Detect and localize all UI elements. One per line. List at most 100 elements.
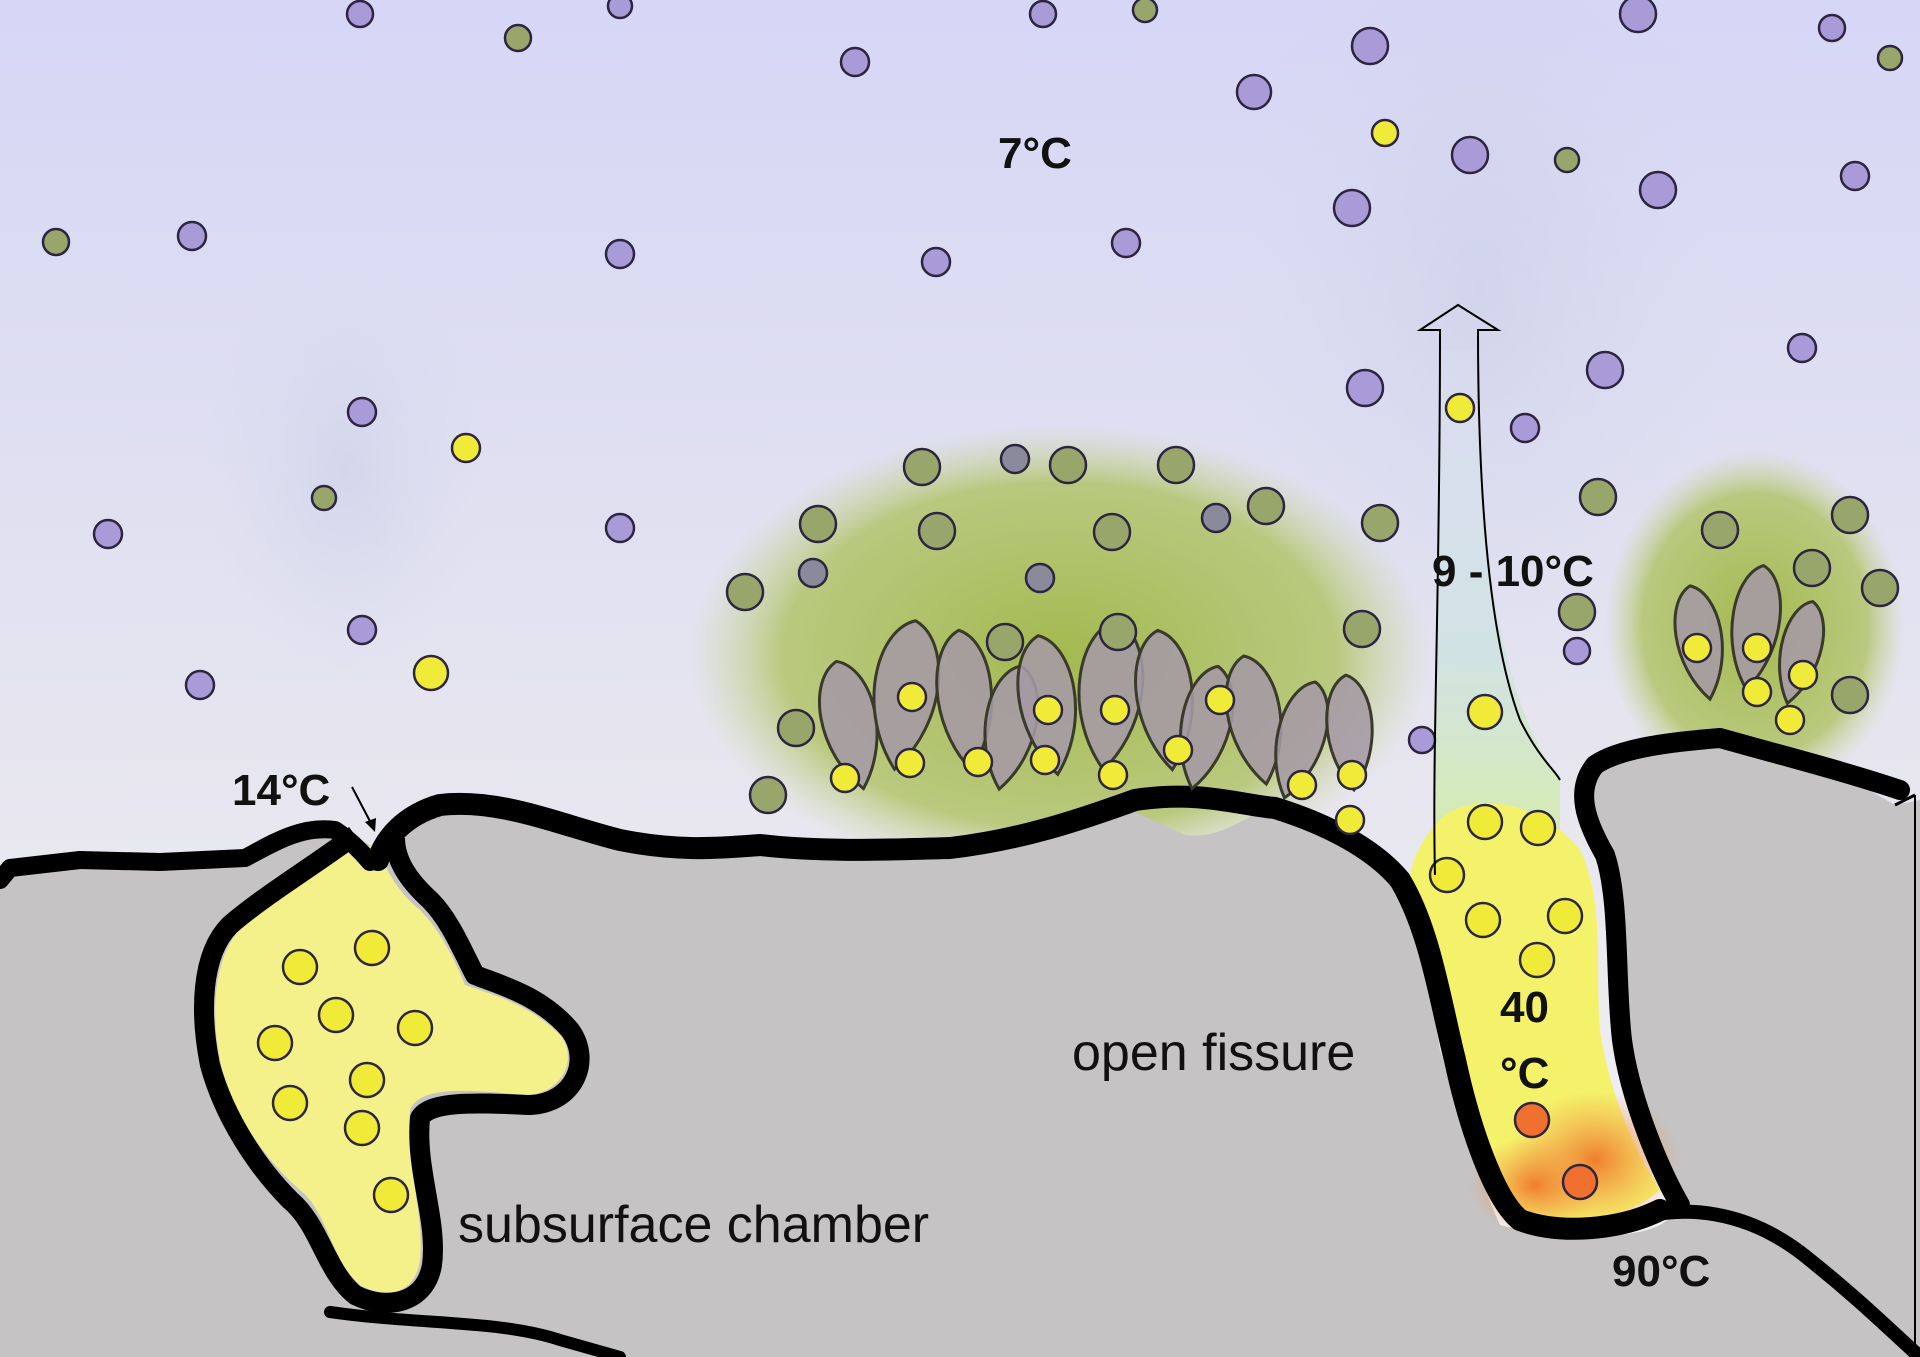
particle xyxy=(1839,160,1871,192)
particle xyxy=(748,775,788,815)
particle xyxy=(1774,704,1806,736)
particle xyxy=(1509,412,1541,444)
particle xyxy=(396,1009,434,1047)
particle xyxy=(604,512,636,544)
particle xyxy=(725,572,765,612)
particle xyxy=(985,622,1025,662)
particle xyxy=(1518,941,1556,979)
particle xyxy=(345,0,375,29)
particle xyxy=(1578,477,1618,517)
particle xyxy=(412,654,450,692)
particle xyxy=(1553,146,1581,174)
rock-edge-line xyxy=(1894,793,1916,807)
particle xyxy=(1099,694,1131,726)
particle xyxy=(1786,332,1818,364)
particle xyxy=(606,0,634,20)
particle xyxy=(256,1024,294,1062)
particle xyxy=(1464,901,1502,939)
particle xyxy=(343,1109,381,1147)
particle xyxy=(503,23,533,53)
particle xyxy=(1466,803,1504,841)
particle xyxy=(1332,188,1372,228)
particle xyxy=(1787,659,1819,691)
particle xyxy=(1156,445,1196,485)
particle xyxy=(1200,502,1232,534)
particle xyxy=(1048,445,1088,485)
particle xyxy=(1032,694,1064,726)
particle xyxy=(1204,684,1236,716)
particle xyxy=(902,447,942,487)
particle xyxy=(604,238,636,270)
particle xyxy=(1092,512,1132,552)
ambient-temp-label: 7°C xyxy=(998,129,1072,178)
fissure-mid-temp-value: 40 xyxy=(1500,983,1549,1032)
fissure-base-temp-label: 90°C xyxy=(1612,1247,1710,1296)
particle xyxy=(353,929,391,967)
chamber-plume xyxy=(205,255,485,685)
particle xyxy=(271,1084,309,1122)
plume-temp-label: 9 - 10°C xyxy=(1432,547,1594,596)
particle xyxy=(962,746,994,778)
particle xyxy=(1235,73,1273,111)
seafloor-rock xyxy=(0,740,1920,1357)
particle xyxy=(1024,562,1056,594)
particle xyxy=(1246,486,1286,526)
particle xyxy=(1638,170,1678,210)
particle xyxy=(317,996,355,1034)
pointer-arrow-head xyxy=(365,818,376,832)
particle xyxy=(1561,1163,1599,1201)
particle xyxy=(999,443,1031,475)
particle xyxy=(1860,568,1900,608)
particle xyxy=(1546,897,1584,935)
particle xyxy=(1162,734,1194,766)
particle xyxy=(1098,612,1138,652)
subsurface-chamber-label: subsurface chamber xyxy=(458,1196,929,1254)
seafloor-crust-bottom xyxy=(1613,1204,1920,1357)
particle xyxy=(1345,368,1385,408)
particle xyxy=(1876,44,1904,72)
particle xyxy=(1513,1101,1551,1139)
center-mussel xyxy=(817,659,879,791)
seafloor-crust-right xyxy=(1574,728,1910,1215)
particle xyxy=(1286,769,1318,801)
particle xyxy=(1342,609,1382,649)
particle xyxy=(839,46,871,78)
particle xyxy=(1557,592,1597,632)
particle xyxy=(917,511,957,551)
particle xyxy=(1428,856,1466,894)
particle xyxy=(1450,135,1490,175)
particle xyxy=(184,669,216,701)
particle xyxy=(1562,636,1592,666)
particle xyxy=(798,504,838,544)
particle xyxy=(1110,227,1142,259)
particle xyxy=(797,557,829,589)
seafloor-crust-mid xyxy=(367,785,1671,1240)
particle xyxy=(1360,503,1400,543)
particle xyxy=(1681,632,1713,664)
particle xyxy=(41,227,71,257)
particle xyxy=(1830,495,1870,535)
particle xyxy=(1370,118,1400,148)
center-mussel xyxy=(1274,680,1330,801)
right-mussel xyxy=(1730,563,1782,692)
particle xyxy=(1466,693,1504,731)
particle xyxy=(1131,0,1159,24)
up-arrow-icon xyxy=(1416,303,1561,876)
particle xyxy=(1585,350,1625,390)
pointer-arrow-icon xyxy=(351,786,373,826)
particle xyxy=(1334,804,1366,836)
particle xyxy=(829,762,861,794)
particle xyxy=(310,484,338,512)
chamber-vent-temp-label: 14°C xyxy=(232,766,330,815)
particle xyxy=(346,396,378,428)
particle xyxy=(176,220,208,252)
particle xyxy=(1028,0,1058,29)
particle xyxy=(1618,0,1658,34)
particle xyxy=(1830,675,1870,715)
center-mussel xyxy=(1325,673,1374,793)
particle xyxy=(1519,809,1557,847)
seafloor-crust-left xyxy=(0,820,379,889)
particle xyxy=(372,1176,410,1214)
